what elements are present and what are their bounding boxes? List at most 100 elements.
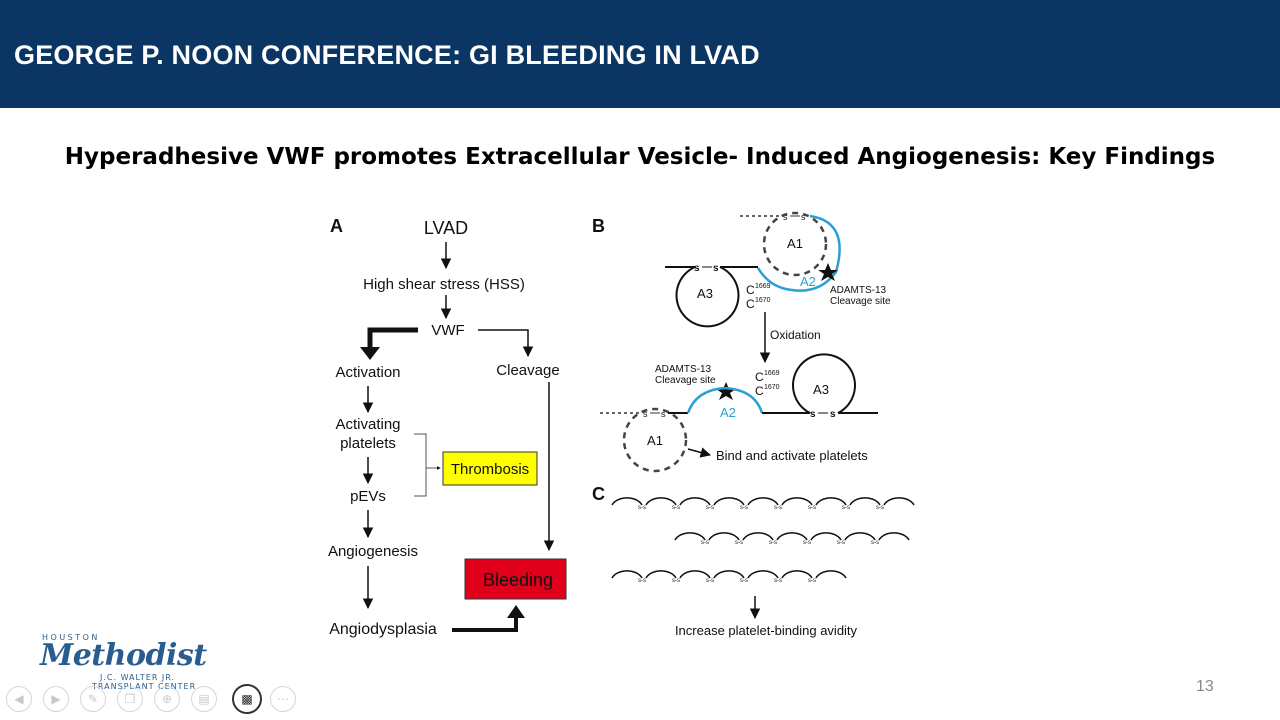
upper-adamts-line2: Cleavage site: [830, 296, 891, 307]
thrombosis-box: [442, 451, 538, 486]
upper-a2-label: A2: [800, 274, 816, 289]
logo-methodist-text: Methodist: [40, 638, 207, 673]
disulfide-label: s-s: [803, 540, 811, 546]
lower-c1669-sup: 1669: [764, 370, 780, 377]
presentation-controls: ◀ ▶ ✎ ❐ ⊕ ▤ ▩ ⋯: [6, 684, 306, 714]
oxidation-label: Oxidation: [770, 328, 821, 342]
lower-a3-s-right: s: [830, 409, 836, 420]
more-icon[interactable]: ⋯: [270, 686, 296, 712]
disulfide-label: s-s: [740, 578, 748, 584]
lower-a3-label: A3: [813, 382, 829, 397]
upper-s-left: s: [783, 212, 788, 222]
upper-a2-loop: [756, 214, 841, 292]
multimer-arc: [844, 532, 876, 541]
cleavage-node: Cleavage: [496, 362, 559, 379]
lower-a2-label: A2: [720, 405, 736, 420]
multimer-arc: [645, 570, 677, 579]
lower-c1669: C: [755, 370, 764, 384]
lower-adamts-line2: Cleavage site: [655, 375, 716, 386]
upper-c1669: C: [746, 283, 755, 297]
play-icon[interactable]: ▶: [43, 686, 69, 712]
upper-s-right: s: [801, 212, 806, 222]
disulfide-label: s-s: [808, 578, 816, 584]
multimer-arc: [611, 570, 643, 579]
vwf-figure: A LVAD High shear stress (HSS) VWF Activ…: [328, 211, 915, 638]
multimer-arc: [810, 532, 842, 541]
disulfide-label: s-s: [842, 505, 850, 511]
lower-a1-domain: [622, 407, 688, 473]
multimer-arc: [776, 532, 808, 541]
disulfide-label: s-s: [638, 578, 646, 584]
activation-node: Activation: [335, 364, 400, 381]
panel-c-label: C: [592, 484, 605, 504]
bind-platelets-label: Bind and activate platelets: [716, 448, 868, 463]
multimer-arc: [878, 532, 910, 541]
upper-adamts-line1: ADAMTS-13: [830, 285, 887, 296]
thick-arrow-activation: [367, 327, 418, 352]
lower-s-left: s: [643, 409, 648, 419]
logo-subtitle-line2: TRANSPLANT CENTER: [92, 682, 197, 691]
angiogenesis-node: Angiogenesis: [328, 543, 418, 560]
upper-a3-s-right: s: [713, 263, 719, 274]
bleeding-box: [464, 558, 567, 600]
disulfide-label: s-s: [769, 540, 777, 546]
upper-cleavage-star-icon: [818, 263, 838, 281]
copy-icon[interactable]: ❐: [117, 686, 143, 712]
lower-cleavage-star-icon: [716, 382, 736, 400]
lower-a3-s-left: s: [810, 409, 816, 420]
upper-a3-domain: [675, 266, 740, 328]
header-bar: GEORGE P. NOON CONFERENCE: GI BLEEDING I…: [0, 0, 1280, 108]
panel-a-label: A: [330, 216, 343, 236]
lower-a3-domain: [792, 353, 856, 414]
panel-b-label: B: [592, 216, 605, 236]
thick-arrow-bleeding: [452, 616, 518, 632]
multimer-arc: [645, 497, 677, 506]
bleeding-label: Bleeding: [483, 570, 553, 590]
upper-c1670: C: [746, 297, 755, 311]
multimer-network: s-s s-s s-s s-s s-s s-s s-s s-s s-s s-s s-s s-s s-s s…: [611, 497, 915, 584]
multimer-arc: [781, 497, 813, 506]
upper-a3-s-left: s: [694, 263, 700, 274]
panel-a: A LVAD High shear stress (HSS) VWF Activ…: [328, 216, 567, 638]
disulfide-label: s-s: [701, 540, 709, 546]
multimer-arc: [815, 570, 847, 579]
lower-a1-label: A1: [647, 433, 663, 448]
conference-title: GEORGE P. NOON CONFERENCE: GI BLEEDING I…: [14, 40, 760, 70]
lower-a2-loop: [686, 386, 764, 414]
panel-b: B s s A1 A2 ADAMTS-13 Cleavage site s s …: [592, 211, 891, 473]
disulfide-label: s-s: [706, 578, 714, 584]
slide-title: Hyperadhesive VWF promotes Extracellular…: [64, 144, 1216, 170]
video-icon[interactable]: ▩: [232, 684, 262, 714]
disulfide-label: s-s: [672, 578, 680, 584]
bracket-platelets-pevs: [414, 433, 427, 497]
disulfide-label: s-s: [774, 578, 782, 584]
multimer-arc: [708, 532, 740, 541]
multimer-arc: [611, 497, 643, 506]
lvad-node: LVAD: [424, 218, 468, 238]
activating-node-line1: Activating: [335, 416, 400, 433]
disulfide-label: s-s: [808, 505, 816, 511]
disulfide-label: s-s: [871, 540, 879, 546]
disulfide-label: s-s: [672, 505, 680, 511]
pen-icon[interactable]: ✎: [80, 686, 106, 712]
logo-subtitle-line1: J.C. WALTER JR.: [100, 673, 176, 682]
thick-arrowhead-bleeding: [507, 605, 525, 618]
logo-houston-text: HOUSTON: [42, 633, 100, 642]
zoom-icon[interactable]: ⊕: [154, 686, 180, 712]
avidity-label: Increase platelet-binding avidity: [675, 623, 858, 638]
arrow-bind-platelets: [687, 447, 712, 458]
multimer-arc: [781, 570, 813, 579]
subtitles-icon[interactable]: ▤: [191, 686, 217, 712]
angiodysplasia-node: Angiodysplasia: [329, 621, 437, 638]
slide-page-number: 13: [1196, 678, 1214, 695]
lower-adamts-line1: ADAMTS-13: [655, 364, 712, 375]
disulfide-label: s-s: [740, 505, 748, 511]
disulfide-label: s-s: [638, 505, 646, 511]
arrow-vwf-cleavage: [478, 329, 534, 358]
vwf-node: VWF: [431, 322, 464, 339]
multimer-arc: [679, 570, 711, 579]
prev-icon[interactable]: ◀: [6, 686, 32, 712]
upper-a1-domain: [762, 211, 828, 277]
multimer-arc: [883, 497, 915, 506]
